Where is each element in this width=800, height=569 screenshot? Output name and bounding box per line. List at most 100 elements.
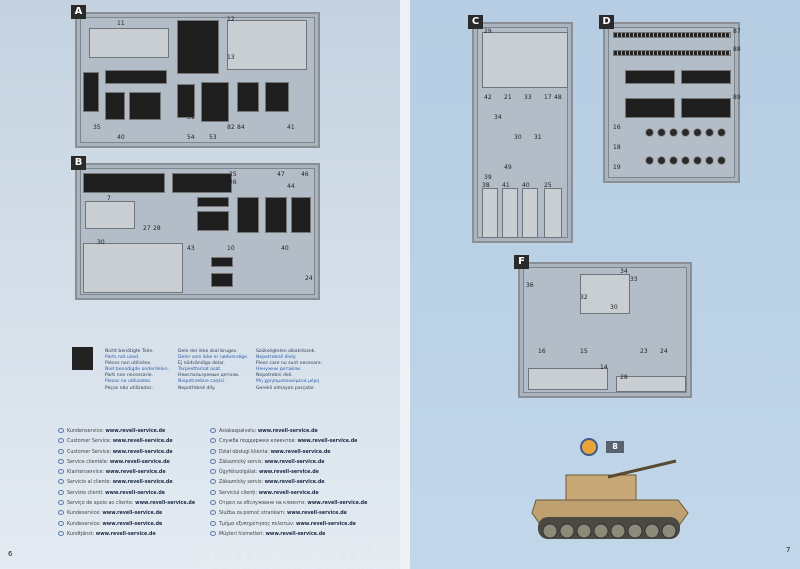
flag-icon [210, 448, 216, 454]
service-url: www.revell-service.de [112, 480, 173, 486]
part-number: 49 [504, 164, 512, 171]
part-number: 34 [494, 114, 502, 121]
part-number: 30 [97, 239, 105, 246]
service-label: Serviço de apoio ao cliente: [67, 501, 134, 507]
flag-icon [210, 428, 216, 433]
part-number: 10 [227, 245, 235, 252]
part-number: 40 [117, 134, 125, 141]
service-label: Ügyfélszolgálat: [219, 470, 258, 476]
service-label: Zákaznický servis: [219, 459, 264, 465]
road-wheel [576, 523, 592, 539]
legend-text: Nepotřebné díly. [178, 385, 216, 391]
part-number: 12 [227, 16, 235, 23]
service-label: Kundtjänst: [67, 531, 95, 537]
part-number: 47 [277, 171, 285, 178]
part-number: 33 [630, 276, 638, 283]
flag-icon [58, 500, 64, 506]
flag-icon [58, 510, 64, 516]
legend-text: Dele der ikke skal bruges. [178, 349, 238, 354]
part-number: 53 [209, 134, 217, 141]
service-row: Müşteri hizmetleri: www.revell-service.d… [210, 530, 367, 540]
part-number: 82 [227, 124, 235, 131]
legend-text: Nicht benötigte Teile. [105, 349, 154, 354]
part-number: 54 [187, 134, 195, 141]
service-row: Serviciul clienți: www.revell-service.de [210, 489, 367, 499]
part-number: 11 [117, 20, 125, 27]
service-row: Serviço de apoio ao cliente: www.revell-… [58, 499, 195, 509]
service-row: Klantenservice: www.revell-service.de [58, 468, 195, 478]
legend-text: Ej nödvändiga delar. [178, 361, 225, 367]
legend-text: Piese care nu sunt necesare. [256, 361, 322, 367]
service-url: www.revell-service.de [135, 501, 196, 507]
sprue-letter: B [71, 156, 86, 170]
flag-icon [210, 530, 216, 536]
part-number: 24 [660, 348, 668, 355]
legend-column: Nicht benötigte Teile.Parts not used.Piè… [105, 349, 169, 392]
service-label: Servicio al cliente: [67, 480, 112, 486]
flag-icon [210, 438, 216, 444]
part-number: 23 [640, 348, 648, 355]
part-number: 21 [504, 94, 512, 101]
part-number: 31 [534, 134, 542, 141]
part-number: 18 [613, 144, 621, 151]
part-number: 41 [287, 124, 295, 131]
service-label: Serviciul clienți: [219, 490, 258, 496]
road-wheel [610, 523, 626, 539]
service-label: Služba za pomoč strankam: [219, 511, 286, 517]
triangle-pattern [200, 543, 400, 569]
service-row: Kundtjänst: www.revell-service.de [58, 530, 195, 540]
legend-text: Szükségtelen alkatrészek. [256, 349, 316, 354]
flag-icon [58, 428, 64, 433]
legend-text: Tarpeettomat osat. [178, 367, 222, 373]
part-number: 40 [522, 182, 530, 189]
part-number: 40 [281, 245, 289, 252]
part-number: 36 [526, 282, 534, 289]
part-number: 15 [580, 348, 588, 355]
service-label: Servizio clienti: [67, 490, 104, 496]
service-label: Kundenservice: [67, 429, 104, 434]
road-wheel [644, 523, 660, 539]
road-wheel [627, 523, 643, 539]
part-number: 7 [107, 195, 111, 202]
service-url: www.revell-service.de [102, 521, 163, 527]
legend-text: Pièces non utilisées. [105, 361, 152, 367]
service-label: Τμήμα εξυπηρέτησης πελατών: [219, 521, 295, 527]
part-number: 35 [93, 124, 101, 131]
service-row: Asiakaspalvelu: www.revell-service.de [210, 427, 367, 437]
part-number: 89 [733, 94, 741, 101]
part-number: 30 [514, 134, 522, 141]
road-wheel [542, 523, 558, 539]
part-number: 44 [287, 183, 295, 190]
flag-icon [210, 500, 216, 506]
flag-icon [210, 458, 216, 464]
page-gutter [400, 0, 410, 569]
legend-text: Μη χρησιμοποιούμενα μέρη. [256, 379, 321, 385]
part-number: 30 [610, 304, 618, 311]
camouflage-paint-icon [580, 438, 598, 456]
service-row: Dział obsługi klienta: www.revell-servic… [210, 448, 367, 458]
tank-illustration [531, 459, 689, 539]
flag-icon [210, 520, 216, 526]
flag-icon [58, 448, 64, 454]
part-number: 33 [524, 94, 532, 101]
service-url: www.revell-service.de [109, 459, 170, 465]
service-label: Customer Service: [67, 449, 112, 455]
flag-icon [58, 489, 64, 495]
service-url: www.revell-service.de [105, 490, 166, 496]
part-number: 14 [600, 364, 608, 371]
service-row: Kundeservice: www.revell-service.de [58, 520, 195, 530]
legend-text: Nepotrebné diely. [256, 355, 297, 361]
service-row: Služba za pomoč strankam: www.revell-ser… [210, 509, 367, 519]
part-number: 41 [502, 182, 510, 189]
service-row: Servicio al cliente: www.revell-service.… [58, 478, 195, 488]
part-number: 25 [544, 182, 552, 189]
part-number: 39 [484, 174, 492, 181]
legend-text: Parts not used. [105, 355, 140, 361]
service-label: Customer Service: [67, 439, 112, 445]
legend-text: Niepotrzebne części. [178, 379, 226, 385]
service-url: www.revell-service.de [265, 531, 326, 537]
sprue-letter: C [468, 15, 483, 29]
legend-text: Nepotrebni deli. [256, 373, 293, 379]
